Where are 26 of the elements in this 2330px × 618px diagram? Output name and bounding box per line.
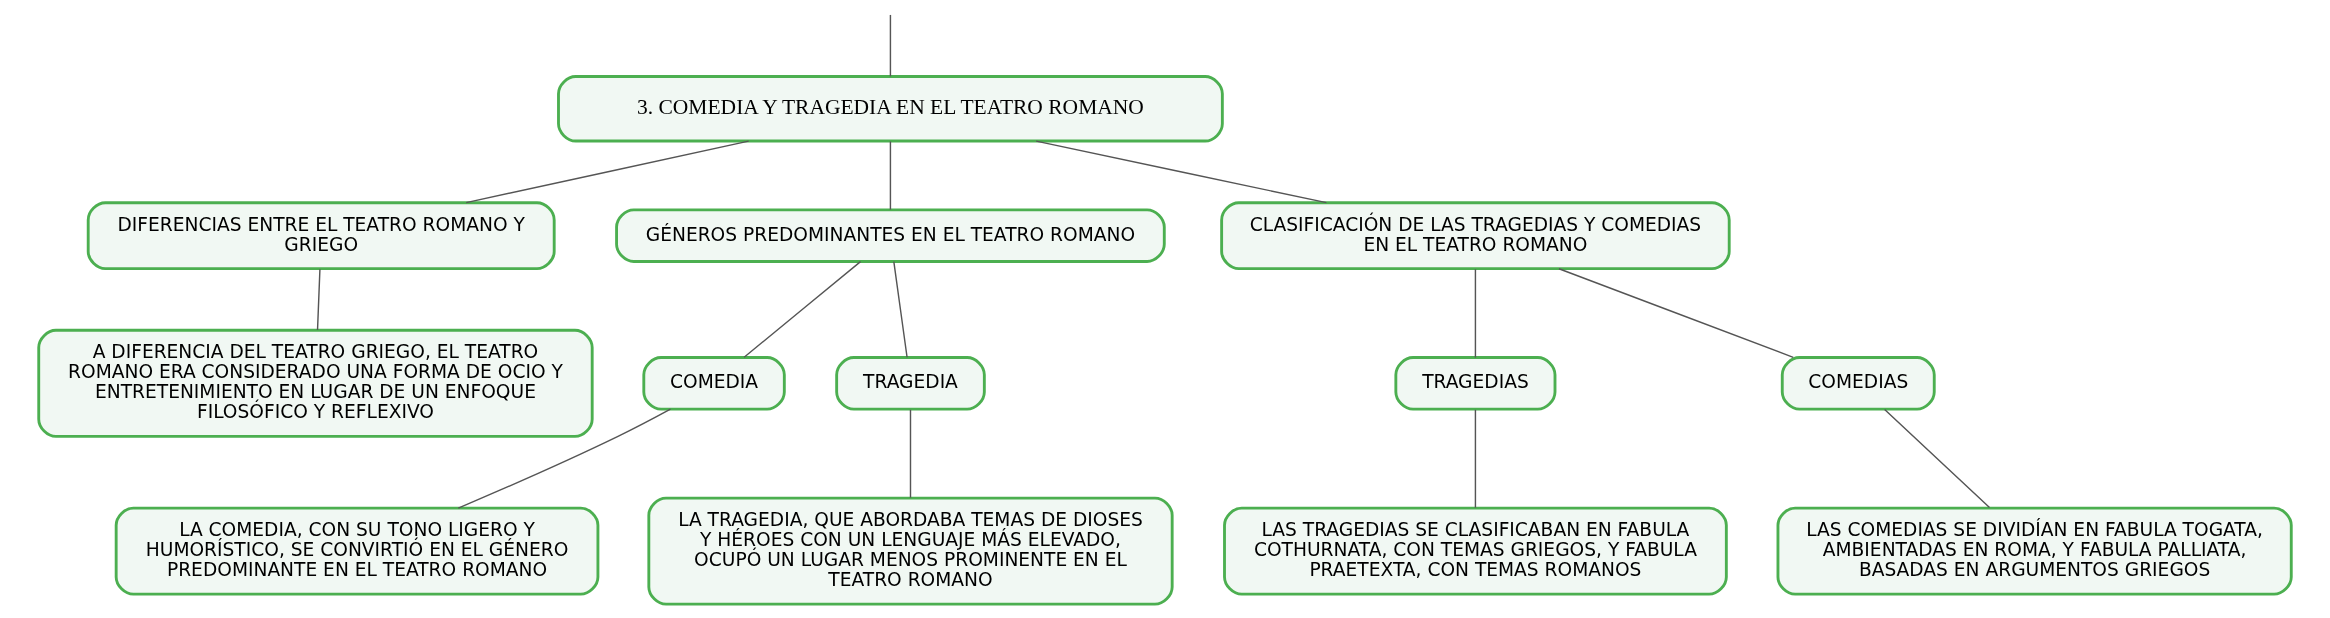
connector — [1474, 268, 1477, 359]
connector — [909, 409, 912, 499]
node-box: LA COMEDIA, CON SU TONO LIGERO Y HUMORÍSTICO, SE CONVIRTIÓ EN EL GÉNERO PREDOMINANTE EN EL TEATRO ROMANO — [114, 506, 600, 596]
connector — [889, 14, 892, 78]
node-box: A DIFERENCIA DEL TEATRO GRIEGO, EL TEATRO ROMANO ERA CONSIDERADO UNA FORMA DE OCIO Y ENTRETENIMIENTO EN LUGAR DE UN ENFOQUE FILOSÓFICO Y REFLEXIVO — [37, 328, 594, 438]
connector — [465, 140, 750, 204]
connector — [743, 260, 862, 358]
connector — [316, 268, 321, 331]
node-box: COMEDIAS — [1780, 356, 1936, 411]
connector — [1883, 408, 1991, 509]
node-box: TRAGEDIA — [835, 356, 986, 411]
connector — [889, 140, 892, 211]
node-box: DIFERENCIAS ENTRE EL TEATRO ROMANO Y GRIEGO — [86, 201, 556, 271]
node-box: 3. COMEDIA Y TRAGEDIA EN EL TEATRO ROMANO — [557, 75, 1224, 143]
connector — [1035, 140, 1328, 204]
node-box: LAS TRAGEDIAS SE CLASIFICABAN EN FABULA COTHURNATA, CON TEMAS GRIEGOS, Y FABULA PRAETEXTA, CON TEMAS ROMANOS — [1223, 506, 1728, 596]
connector — [1474, 409, 1477, 509]
node-box: LA TRAGEDIA, QUE ABORDABA TEMAS DE DIOSES Y HÉROES CON UN LENGUAJE MÁS ELEVADO, OCUPÓ UN LUGAR MENOS PROMINENTE EN EL TEATRO ROMANO — [647, 496, 1174, 606]
node-box: TRAGEDIAS — [1394, 356, 1557, 411]
connector — [457, 408, 672, 509]
node-box: LAS COMEDIAS SE DIVIDÍAN EN FABULA TOGATA, AMBIENTADAS EN ROMA, Y FABULA PALLIATA, BASADAS EN ARGUMENTOS GRIEGOS — [1776, 506, 2293, 596]
connector — [1558, 268, 1794, 359]
node-box: COMEDIA — [642, 356, 786, 411]
node-box: CLASIFICACIÓN DE LAS TRAGEDIAS Y COMEDIAS EN EL TEATRO ROMANO — [1220, 201, 1731, 271]
node-box: GÉNEROS PREDOMINANTES EN EL TEATRO ROMANO — [615, 208, 1166, 263]
connector — [893, 260, 908, 358]
